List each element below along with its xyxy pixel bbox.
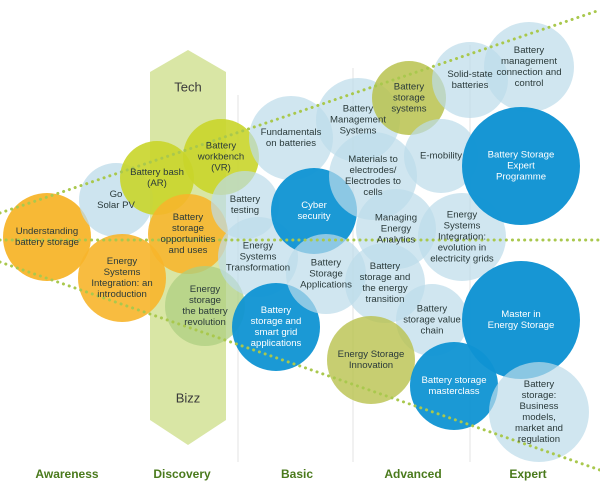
battery-storage-systems-bubble [372,61,446,135]
e-mobility-bubble [404,119,478,193]
upper-boundary-dotted-line [0,8,600,215]
business-models-bubble [489,362,589,462]
battery-value-chain-bubble [396,284,468,356]
energy-systems-intro-bubble [78,234,166,322]
energy-systems-transformation-bubble [218,217,298,297]
stage-expert: Expert [509,467,547,481]
battery-mgmt-connection-bubble [484,22,574,112]
lower-boundary-dotted-line [0,260,600,472]
understanding-bubble [3,193,91,281]
expert-programme-bubble [462,107,580,225]
bizz-axis-label: Bizz [175,390,201,406]
battery-opportunities-bubble [148,194,228,274]
battery-storage-apps-bubble [286,234,366,314]
master-energy-storage-bubble [462,261,580,379]
stage-awareness: Awareness [35,467,99,481]
stage-basic: Basic [280,467,314,481]
battery-masterclass-bubble [410,342,498,430]
stage-advanced: Advanced [384,467,442,481]
stage-discovery: Discovery [153,467,211,481]
fundamentals-bubble [249,96,333,180]
energy-storage-innovation-bubble [327,316,415,404]
energy-systems-integration-grids-bubble [418,193,506,281]
tech-axis-label: Tech [174,79,202,95]
